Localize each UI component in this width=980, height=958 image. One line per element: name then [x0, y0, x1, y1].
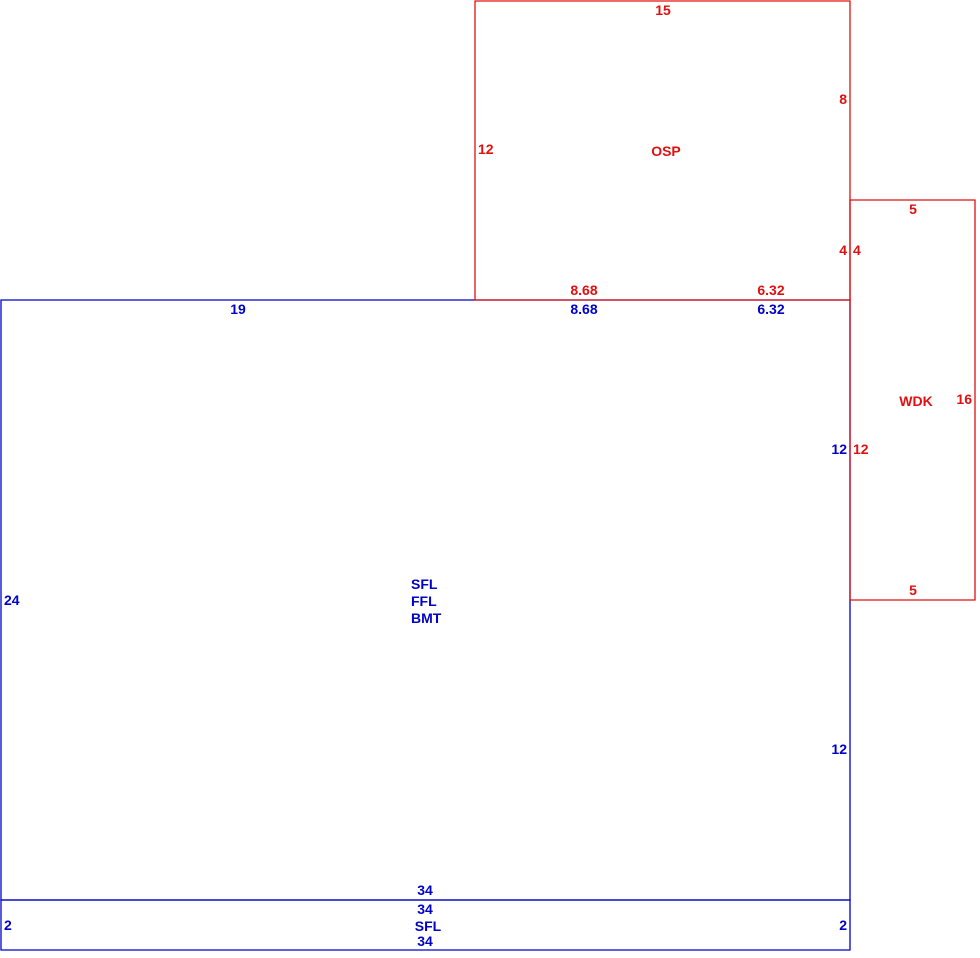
main-top-right-dimension: 6.32: [757, 301, 784, 317]
main-right-lower-dimension: 12: [831, 741, 847, 757]
osp-bottom-right-dimension: 6.32: [757, 282, 784, 298]
main-area-label-2: FFL: [411, 593, 437, 609]
wdk-outline: [849, 199, 976, 601]
osp-right-upper-dimension: 8: [839, 91, 847, 107]
wdk-left-upper-dimension: 4: [853, 242, 861, 258]
main-area-label-1: SFL: [411, 576, 438, 592]
main-top-left-dimension: 19: [230, 301, 246, 317]
main-bottom-dimension: 34: [417, 882, 433, 898]
osp-label: OSP: [651, 143, 681, 159]
wdk-top-dimension: 5: [909, 201, 917, 217]
wdk-left-lower-dimension: 12: [853, 441, 869, 457]
wdk-right-dimension: 16: [956, 391, 972, 407]
main-right-upper-dimension: 12: [831, 441, 847, 457]
strip-top-dimension: 34: [417, 901, 433, 917]
strip-bottom-dimension: 34: [417, 933, 433, 949]
main-area-label-3: BMT: [411, 610, 442, 626]
osp-right-lower-dimension: 4: [839, 242, 847, 258]
strip-area-label: SFL: [415, 918, 442, 934]
strip-left-dimension: 2: [4, 917, 12, 933]
wdk-bottom-dimension: 5: [909, 582, 917, 598]
main-left-dimension: 24: [4, 592, 20, 608]
osp-bottom-left-dimension: 8.68: [570, 282, 597, 298]
strip-right-dimension: 2: [839, 917, 847, 933]
osp-left-dimension: 12: [478, 141, 494, 157]
main-top-middle-dimension: 8.68: [570, 301, 597, 317]
osp-top-dimension: 15: [655, 2, 671, 18]
strip-area-outline: [0, 899, 851, 951]
wdk-label: WDK: [899, 393, 932, 409]
